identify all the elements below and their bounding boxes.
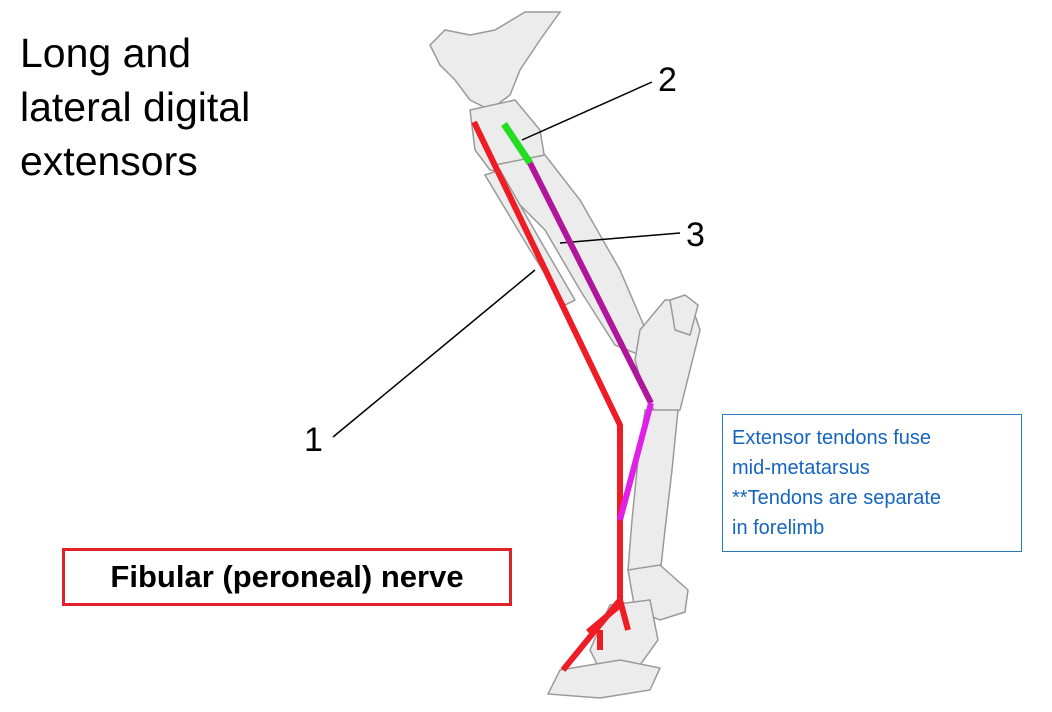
label-3: 3 (686, 216, 705, 254)
metatarsal-bone (627, 409, 679, 586)
lateral-digital-extensor-line (501, 122, 533, 165)
calcaneus-bone (669, 294, 699, 336)
long-digital-extensor-upper-line (527, 161, 654, 405)
hoof (546, 659, 662, 699)
slide-title: Long and lateral digital extensors (20, 26, 320, 188)
label-2: 2 (658, 61, 677, 99)
note-line-2: mid-metatarsus (732, 457, 870, 479)
note-line-3: **Tendons are separate (732, 487, 942, 509)
note-line-1: Extensor tendons fuse (732, 427, 932, 449)
nerve-label-box: Fibular (peroneal) nerve (62, 548, 512, 606)
leader-line-1 (332, 269, 536, 438)
note-line-4: in forelimb (732, 517, 825, 539)
leader-line-2 (521, 81, 653, 141)
long-digital-extensor-lower-line (617, 402, 654, 521)
nerve-branch-1 (617, 599, 631, 631)
nerve-branch-3 (586, 602, 622, 635)
nerve-label-text: Fibular (peroneal) nerve (110, 559, 464, 594)
title-line-1: Long and (20, 30, 192, 76)
title-line-2: lateral digital (20, 84, 251, 130)
label-1: 1 (304, 421, 323, 459)
title-line-3: extensors (20, 138, 198, 184)
leader-line-3 (559, 232, 681, 244)
tendon-note-box: Extensor tendons fuse mid-metatarsus **T… (722, 414, 1022, 552)
femur-bone (429, 11, 562, 111)
